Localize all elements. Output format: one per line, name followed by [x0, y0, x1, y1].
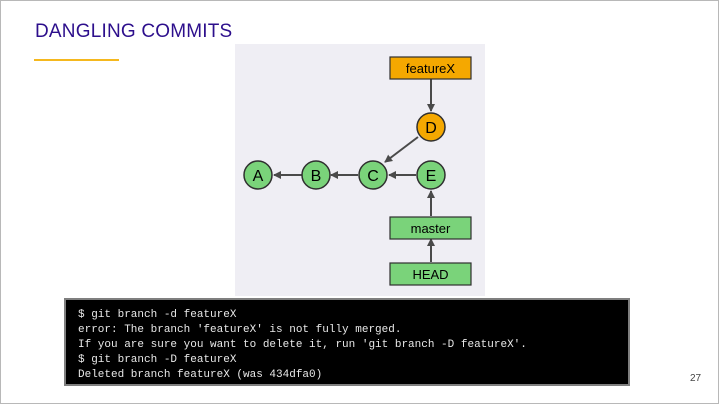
commit-a-label: A	[253, 168, 264, 185]
page-number: 27	[690, 373, 702, 384]
branch-master-box: master	[389, 216, 472, 240]
terminal-line: If you are sure you want to delete it, r…	[78, 339, 527, 351]
edge-d-to-c	[384, 136, 419, 163]
commit-a: A	[243, 160, 273, 190]
title-underline	[34, 59, 119, 61]
terminal-output: $ git branch -d featureX error: The bran…	[64, 298, 630, 386]
slide-title: DANGLING COMMITS	[35, 21, 233, 42]
terminal-line: $ git branch -d featureX	[78, 309, 237, 321]
head-ref-label: HEAD	[412, 267, 448, 282]
commit-d-label: D	[425, 120, 437, 137]
terminal-line: error: The branch 'featureX' is not full…	[78, 324, 402, 336]
terminal-line: $ git branch -D featureX	[78, 354, 237, 366]
commit-d: D	[416, 112, 446, 142]
commit-c: C	[358, 160, 388, 190]
commit-e-label: E	[426, 168, 437, 185]
branch-featurex-label: featureX	[406, 61, 455, 76]
branch-featurex-box: featureX	[389, 56, 472, 80]
head-ref-box: HEAD	[389, 262, 472, 286]
commit-c-label: C	[367, 168, 379, 185]
commit-b-label: B	[311, 168, 322, 185]
terminal-line: Deleted branch featureX (was 434dfa0)	[78, 369, 323, 381]
commit-b: B	[301, 160, 331, 190]
commit-e: E	[416, 160, 446, 190]
branch-master-label: master	[411, 221, 451, 236]
